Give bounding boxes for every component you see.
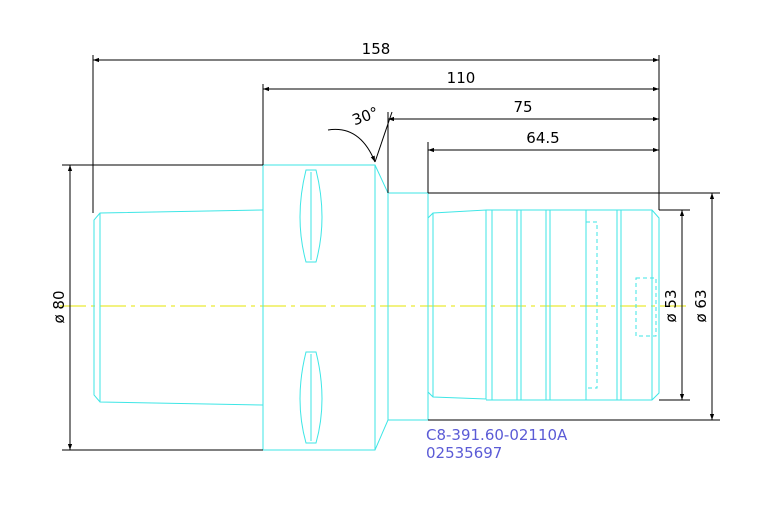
diameter-63-label: ø 63 [692, 289, 710, 322]
dimension-75: 75 [513, 98, 532, 116]
item-code: 02535697 [426, 444, 502, 462]
diameter-80-label: ø 80 [50, 290, 68, 323]
tool-holder-outline [93, 164, 660, 451]
chamfer-angle-label: 30° [350, 103, 381, 129]
part-number: C8-391.60-02110A [426, 426, 568, 444]
dimension-110: 110 [447, 69, 476, 87]
dimension-lines [62, 55, 720, 451]
dimension-158: 158 [362, 40, 391, 58]
diameter-53-label: ø 53 [662, 289, 680, 322]
dimension-64-5: 64.5 [526, 129, 559, 147]
